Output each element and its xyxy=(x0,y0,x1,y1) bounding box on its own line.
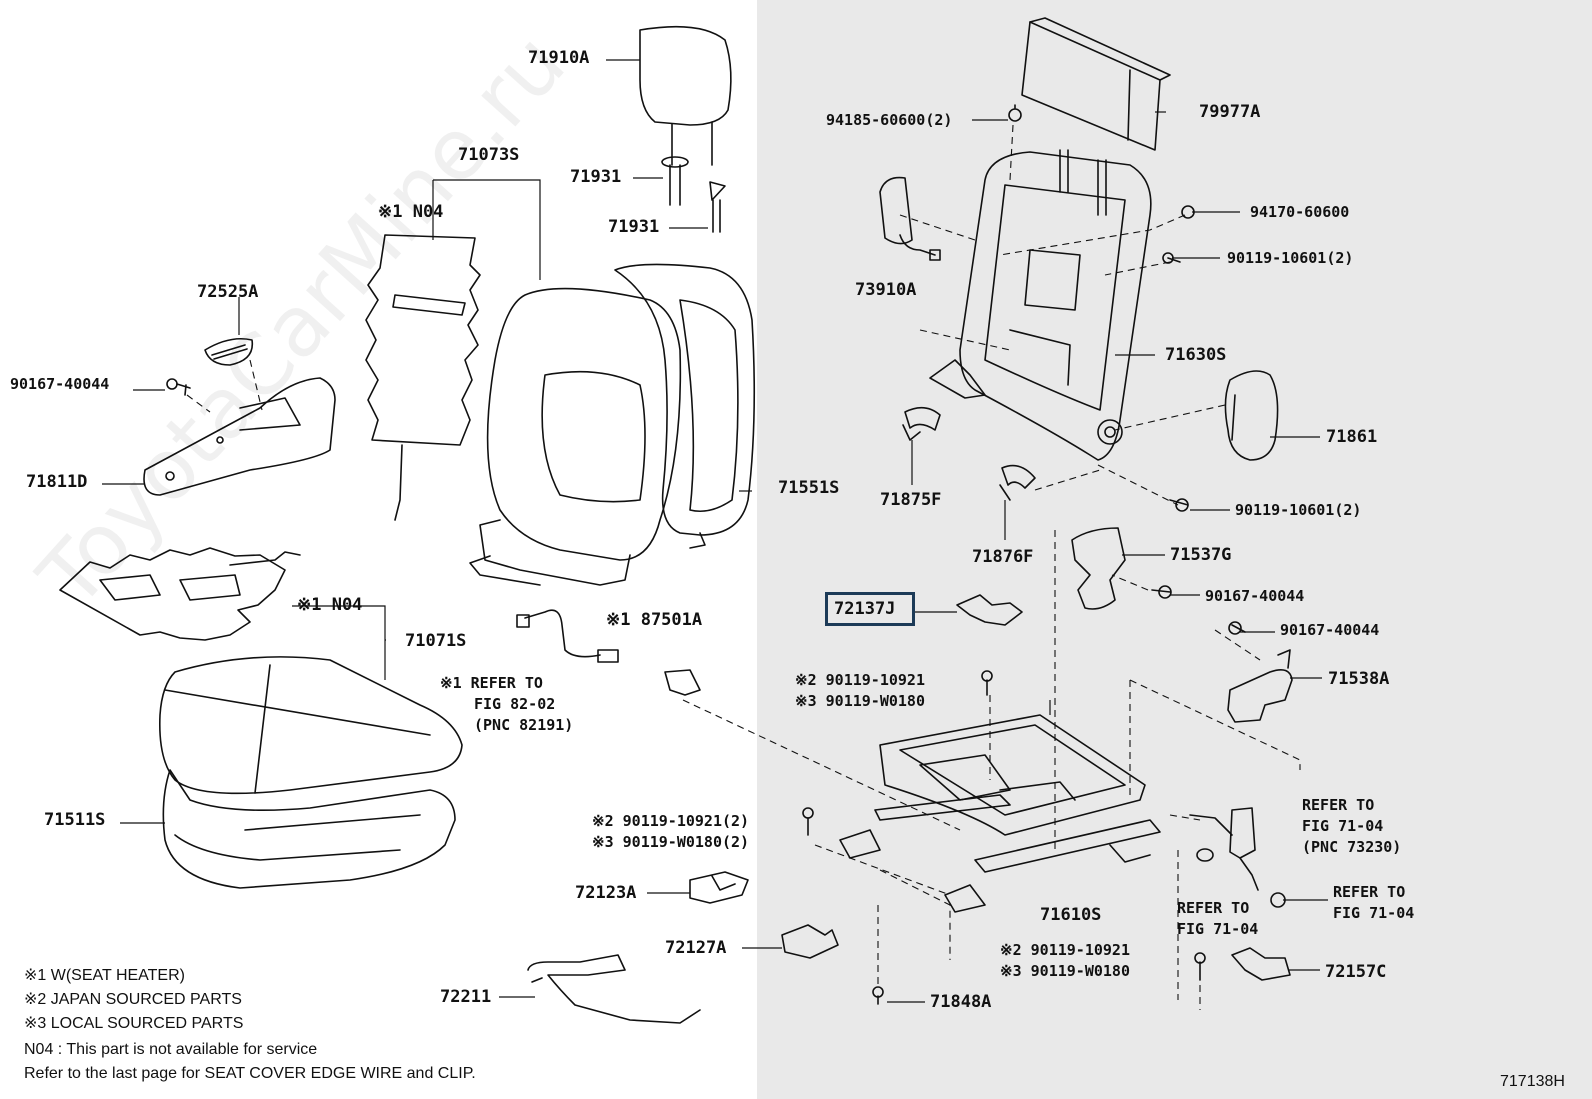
seat-back-cover-drawing xyxy=(469,287,682,586)
part-label-72127a[interactable]: 72127A xyxy=(665,938,727,958)
part-label-72525a[interactable]: 72525A xyxy=(197,282,259,302)
cover-71537g-drawing xyxy=(1071,527,1126,610)
refer-71-04-b-line1: REFER TO xyxy=(1177,899,1250,917)
part-label-71071s[interactable]: 71071S xyxy=(405,631,467,651)
part-label-71861[interactable]: 71861 xyxy=(1326,427,1378,447)
screws-right-drawing xyxy=(802,104,1246,1005)
headrest-drawing xyxy=(639,25,732,166)
clip-72127a-drawing xyxy=(781,924,839,959)
knob-72525a-drawing xyxy=(204,337,254,366)
clip-72123a-drawing xyxy=(689,871,749,904)
seat-cushion-cover-drawing xyxy=(158,656,463,795)
right-panel-background xyxy=(757,0,1592,1099)
refer-82-line2: FIG 82-02 xyxy=(474,695,556,713)
part-label-90119-10921-b-line1[interactable]: ※2 90119-10921 xyxy=(795,671,925,689)
clip-72157c-drawing xyxy=(1231,947,1291,981)
part-label-n04-back[interactable]: ※1 N04 xyxy=(378,202,444,222)
part-label-71931-a[interactable]: 71931 xyxy=(570,167,622,187)
cover-71861-drawing xyxy=(1224,370,1279,461)
part-label-71538a[interactable]: 71538A xyxy=(1328,669,1390,689)
part-label-90167-40044-r1[interactable]: 90167-40044 xyxy=(1205,587,1305,605)
part-label-71630s[interactable]: 71630S xyxy=(1165,345,1227,365)
refer-71-04-a-line1: REFER TO xyxy=(1302,796,1375,814)
airbag-73910a-drawing xyxy=(879,176,941,261)
part-label-90119-10921-b-line2[interactable]: ※3 90119-W0180 xyxy=(795,692,925,710)
refer-71-04-a-line3: (PNC 73230) xyxy=(1302,838,1402,856)
seat-cushion-pad-drawing xyxy=(162,769,456,889)
part-label-71073s[interactable]: 71073S xyxy=(458,145,520,165)
edge-wire-72211-drawing xyxy=(527,954,701,1024)
refer-71-04-a-line2: FIG 71-04 xyxy=(1302,817,1384,835)
part-label-71875f[interactable]: 71875F xyxy=(880,490,942,510)
part-label-90119-10601-b[interactable]: 90119-10601(2) xyxy=(1235,501,1362,519)
part-label-71876f[interactable]: 71876F xyxy=(972,547,1034,567)
part-label-90119-10921-2-line2[interactable]: ※3 90119-W0180(2) xyxy=(592,833,750,851)
seat-back-frame-drawing xyxy=(929,149,1152,461)
part-label-n04-seat[interactable]: ※1 N04 xyxy=(297,595,363,615)
refer-82-line1: ※1 REFER TO xyxy=(440,674,543,692)
part-label-72123a[interactable]: 72123A xyxy=(575,883,637,903)
part-label-79977a[interactable]: 79977A xyxy=(1199,102,1261,122)
part-label-90119-10601-a[interactable]: 90119-10601(2) xyxy=(1227,249,1354,267)
harness-87501a-drawing xyxy=(516,609,701,696)
part-label-71537g[interactable]: 71537G xyxy=(1170,545,1232,565)
part-label-94185-60600[interactable]: 94185-60600(2) xyxy=(826,111,953,129)
legend-note-4: N04 : This part is not available for ser… xyxy=(24,1041,318,1058)
part-label-71931-b[interactable]: 71931 xyxy=(608,217,660,237)
seat-track-frame-drawing xyxy=(839,714,1161,913)
clip-71875f-drawing xyxy=(902,406,941,441)
figure-id: 717138H xyxy=(1500,1073,1565,1090)
part-label-94170-60600[interactable]: 94170-60600 xyxy=(1250,203,1350,221)
clip-71876f-drawing xyxy=(999,464,1036,501)
legend-note-1: ※1 W(SEAT HEATER) xyxy=(24,967,185,984)
part-label-72211[interactable]: 72211 xyxy=(440,987,492,1007)
highlight-box-72137j xyxy=(825,592,915,626)
part-label-71910a[interactable]: 71910A xyxy=(528,48,590,68)
side-cover-drawing xyxy=(143,377,336,496)
refer-71-04-c-line1: REFER TO xyxy=(1333,883,1406,901)
cover-71538a-drawing xyxy=(1227,649,1293,723)
seat-back-pad-drawing xyxy=(614,263,756,549)
part-label-72157c[interactable]: 72157C xyxy=(1325,962,1387,982)
screw-90167-left-drawing xyxy=(166,378,191,396)
part-label-72137j[interactable]: 72137J xyxy=(834,599,896,619)
part-label-90167-40044-left[interactable]: 90167-40044 xyxy=(10,375,110,393)
refer-71-04-b-line2: FIG 71-04 xyxy=(1177,920,1259,938)
refer-82-line3: (PNC 82191) xyxy=(474,716,574,734)
legend-note-3: ※3 LOCAL SOURCED PARTS xyxy=(24,1015,244,1032)
part-label-71811d[interactable]: 71811D xyxy=(26,472,88,492)
part-label-71610s[interactable]: 71610S xyxy=(1040,905,1102,925)
legend-note-5: Refer to the last page for SEAT COVER ED… xyxy=(24,1065,476,1082)
seat-heater-back-drawing xyxy=(365,234,481,521)
headrest-guide-drawing xyxy=(661,156,726,233)
refer-71-04-c-line2: FIG 71-04 xyxy=(1333,904,1415,922)
part-label-90119-10921-c-line1[interactable]: ※2 90119-10921 xyxy=(1000,941,1130,959)
part-label-71848a[interactable]: 71848A xyxy=(930,992,992,1012)
part-label-71551s[interactable]: 71551S xyxy=(778,478,840,498)
seat-heater-cushion-drawing xyxy=(59,547,301,641)
part-label-90119-10921-c-line2[interactable]: ※3 90119-W0180 xyxy=(1000,962,1130,980)
part-label-87501a[interactable]: ※1 87501A xyxy=(606,610,703,630)
part-label-71511s[interactable]: 71511S xyxy=(44,810,106,830)
legend-note-2: ※2 JAPAN SOURCED PARTS xyxy=(24,991,242,1008)
part-label-90167-40044-r2[interactable]: 90167-40044 xyxy=(1280,621,1380,639)
seatbelt-buckle-drawing xyxy=(1189,807,1286,908)
part-label-90119-10921-2-line1[interactable]: ※2 90119-10921(2) xyxy=(592,812,750,830)
part-label-73910a[interactable]: 73910A xyxy=(855,280,917,300)
clip-72137j-drawing xyxy=(956,594,1023,626)
pad-79977a-drawing xyxy=(1021,17,1171,151)
